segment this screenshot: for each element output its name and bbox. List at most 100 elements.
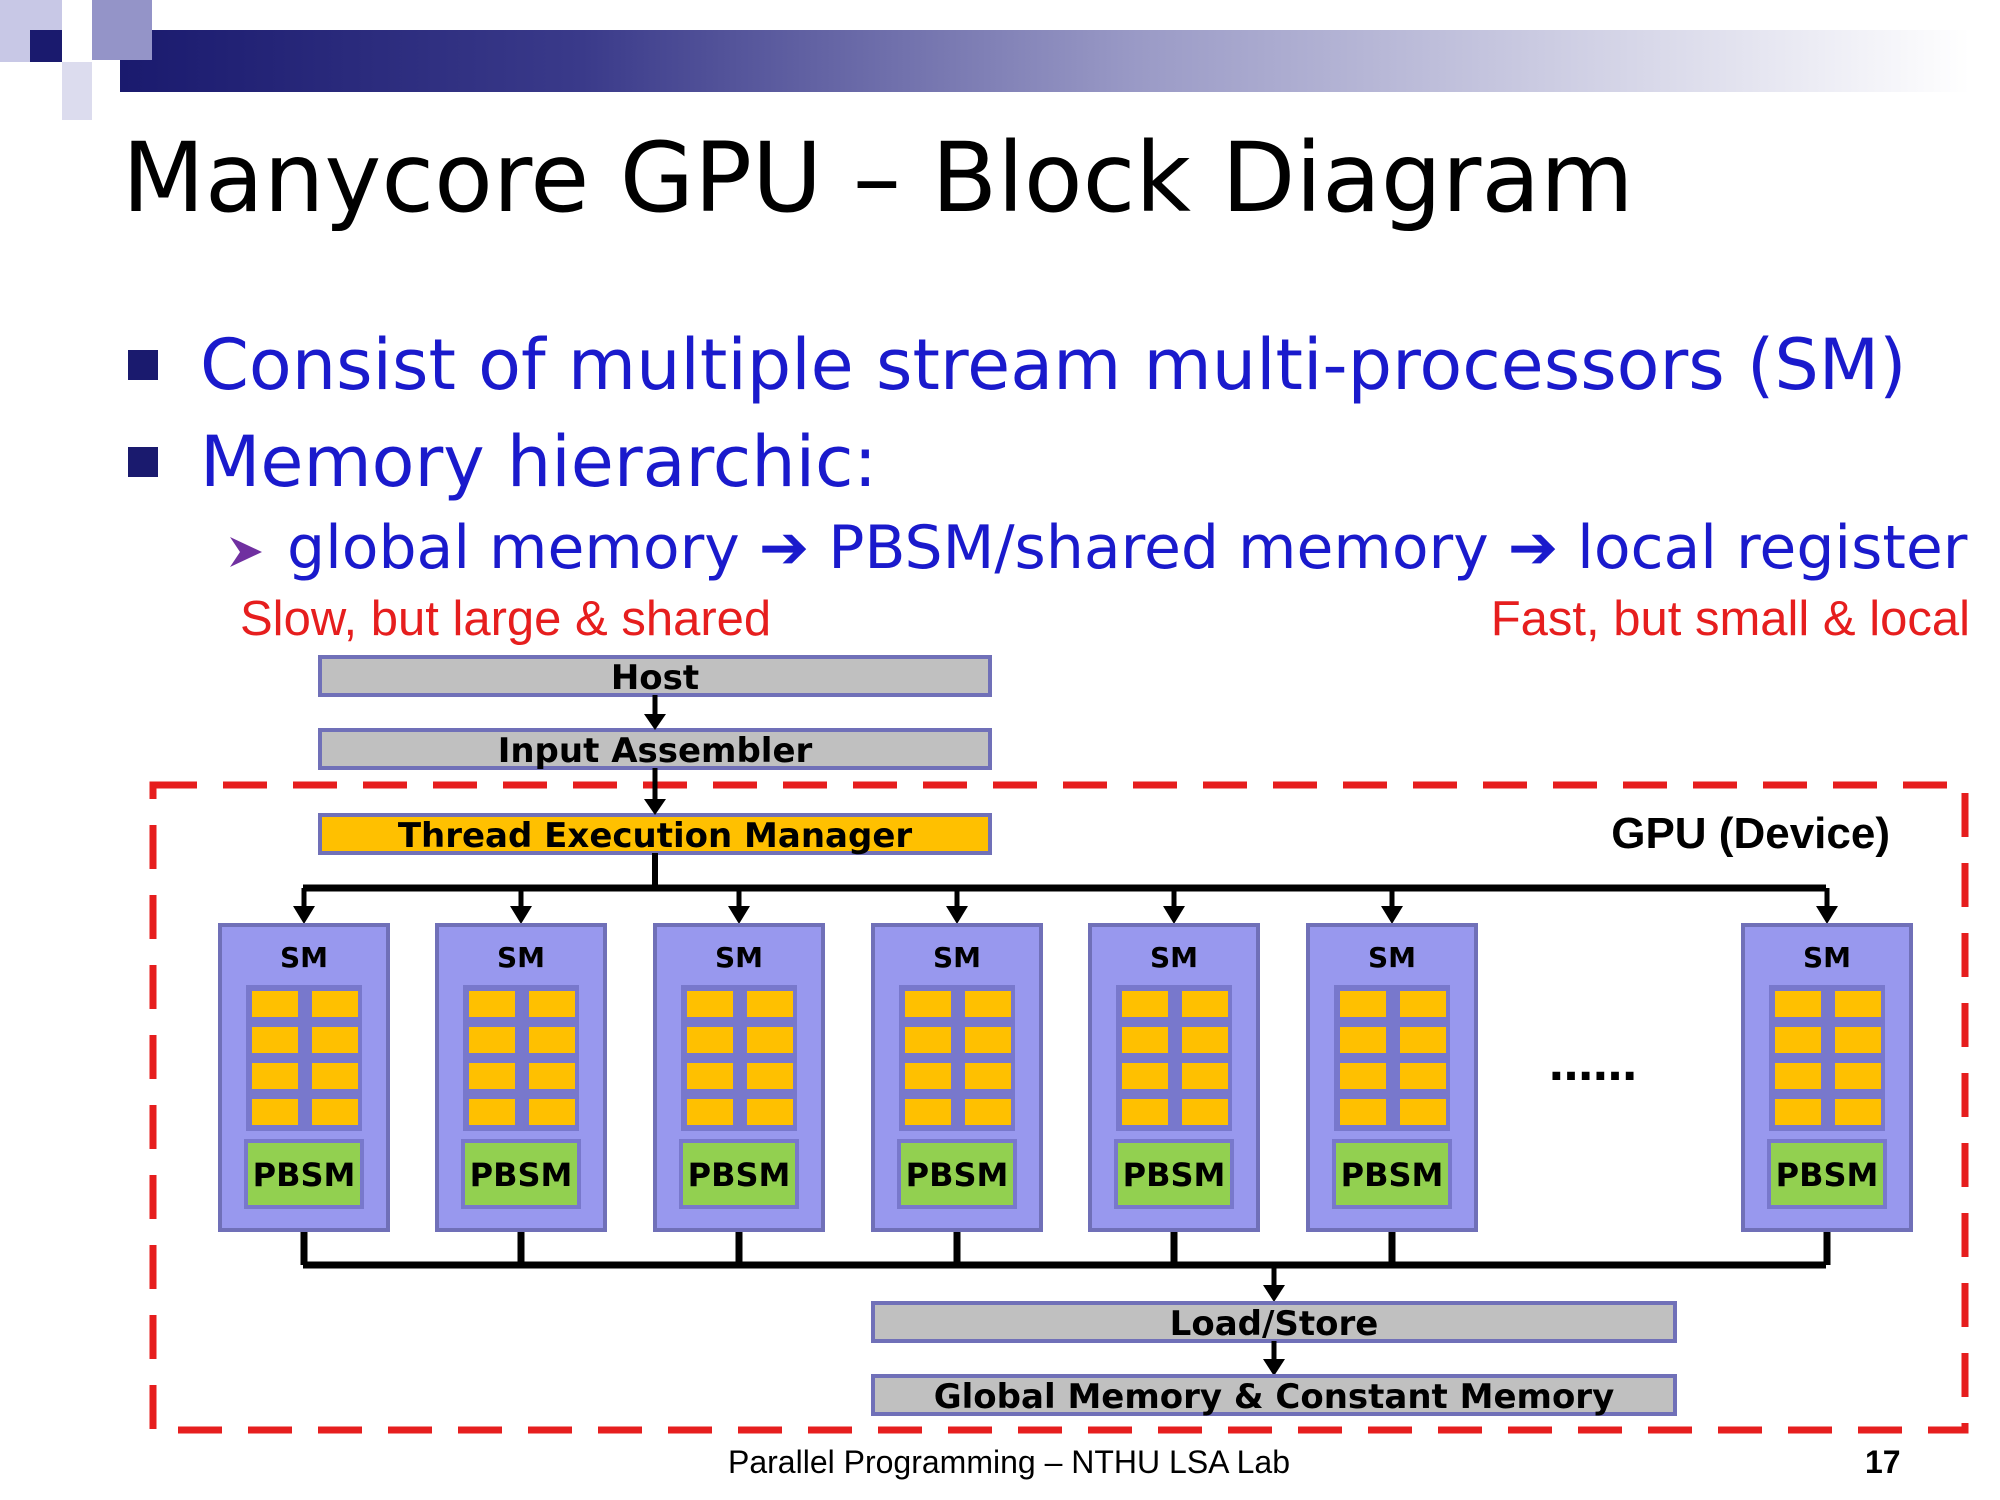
sp-core [529, 991, 575, 1017]
sm-array: SMPBSMSMPBSMSMPBSMSMPBSMSMPBSMSMPBSMSMPB… [218, 888, 1913, 1265]
sp-core [529, 1027, 575, 1053]
sub-bullet-arrow-icon [230, 537, 262, 567]
sp-core [1340, 1063, 1386, 1089]
gpu-device-label: GPU (Device) [1611, 809, 1890, 858]
global-memory-label: Global Memory & Constant Memory [934, 1377, 1614, 1417]
sp-core [1835, 1063, 1881, 1089]
pbsm-label: PBSM [1123, 1156, 1226, 1194]
header-square-pale [62, 62, 92, 120]
sm-label: SM [497, 941, 545, 974]
arrow-down-icon [1816, 906, 1838, 924]
sp-core [905, 1027, 951, 1053]
sp-core [469, 1099, 515, 1125]
bullet-2: Memory hierarchic: [200, 421, 878, 503]
sp-core [905, 1063, 951, 1089]
sm-label: SM [933, 941, 981, 974]
note-fast: Fast, but small & local [1490, 592, 1970, 646]
footer-page-number: 17 [1865, 1444, 1901, 1480]
sp-core [747, 1063, 793, 1089]
pbsm-label: PBSM [906, 1156, 1009, 1194]
sp-core [965, 1027, 1011, 1053]
sp-core [1835, 1099, 1881, 1125]
sp-core [965, 1099, 1011, 1125]
sp-core [1835, 1027, 1881, 1053]
sp-core [905, 1099, 951, 1125]
header-square-mid [92, 0, 152, 60]
bullet-marker-1 [128, 350, 158, 380]
sp-core [747, 1027, 793, 1053]
pbsm-label: PBSM [470, 1156, 573, 1194]
gpu-device-boundary [149, 781, 1969, 1434]
bullet-1: Consist of multiple stream multi-process… [200, 324, 1907, 406]
sp-core [1775, 991, 1821, 1017]
pbsm-box [1114, 1139, 1234, 1209]
arrow-down-icon [293, 906, 315, 924]
sp-core [1835, 991, 1881, 1017]
input-assembler-label: Input Assembler [498, 731, 813, 771]
host-label: Host [611, 658, 699, 698]
header-square-dark [30, 30, 62, 62]
sp-core [1400, 1063, 1446, 1089]
memory-level-register: local register [1577, 513, 1968, 583]
more-sm-ellipsis: …… [1549, 1040, 1637, 1091]
arrow-down-icon [728, 906, 750, 924]
pbsm-label: PBSM [688, 1156, 791, 1194]
sp-core [529, 1099, 575, 1125]
sp-core [1182, 1099, 1228, 1125]
sp-core [965, 991, 1011, 1017]
sp-core [469, 991, 515, 1017]
sp-core [1182, 1027, 1228, 1053]
right-arrow-icon: ➔ [758, 513, 810, 583]
pbsm-box [679, 1139, 799, 1209]
sp-core [687, 1027, 733, 1053]
sp-core [469, 1063, 515, 1089]
host-box [318, 655, 992, 697]
sp-core [469, 1027, 515, 1053]
arrow-down-icon [510, 906, 532, 924]
sp-core [1182, 991, 1228, 1017]
footer-course: Parallel Programming – NTHU LSA Lab [728, 1444, 1291, 1480]
sp-core [1775, 1027, 1821, 1053]
sm-label: SM [1368, 941, 1416, 974]
sp-core [747, 1099, 793, 1125]
sm-label: SM [1150, 941, 1198, 974]
bullet-marker-2 [128, 447, 158, 477]
sp-core [687, 1099, 733, 1125]
sp-core [1122, 991, 1168, 1017]
sp-core [529, 1063, 575, 1089]
arrow-down-icon [1381, 906, 1403, 924]
memory-level-global: global memory [287, 513, 740, 583]
sp-core [252, 1063, 298, 1089]
sm-label: SM [280, 941, 328, 974]
pbsm-box [244, 1139, 364, 1209]
pbsm-box [1767, 1139, 1887, 1209]
header-gradient-bar [120, 30, 1970, 92]
sp-core [687, 991, 733, 1017]
sp-core [312, 1063, 358, 1089]
sp-core [312, 1099, 358, 1125]
sp-core [1400, 1099, 1446, 1125]
arrow-down-icon [1263, 1285, 1285, 1302]
sp-core [312, 991, 358, 1017]
pbsm-label: PBSM [253, 1156, 356, 1194]
sp-core [1400, 1027, 1446, 1053]
arrow-down-icon [644, 714, 666, 730]
pbsm-label: PBSM [1776, 1156, 1879, 1194]
pbsm-box [461, 1139, 581, 1209]
sp-core [905, 991, 951, 1017]
sm-label: SM [1803, 941, 1851, 974]
load-store-label: Load/Store [1170, 1304, 1379, 1344]
sp-core [687, 1063, 733, 1089]
sp-core [965, 1063, 1011, 1089]
sp-core [252, 1099, 298, 1125]
sp-core [1182, 1063, 1228, 1089]
load-store-box [871, 1301, 1677, 1343]
right-arrow-icon: ➔ [1507, 513, 1559, 583]
global-memory-box [871, 1374, 1677, 1416]
pbsm-label: PBSM [1341, 1156, 1444, 1194]
sp-core [1400, 991, 1446, 1017]
arrow-down-icon [1163, 906, 1185, 924]
arrow-down-icon [1263, 1359, 1285, 1376]
sp-core [1122, 1063, 1168, 1089]
